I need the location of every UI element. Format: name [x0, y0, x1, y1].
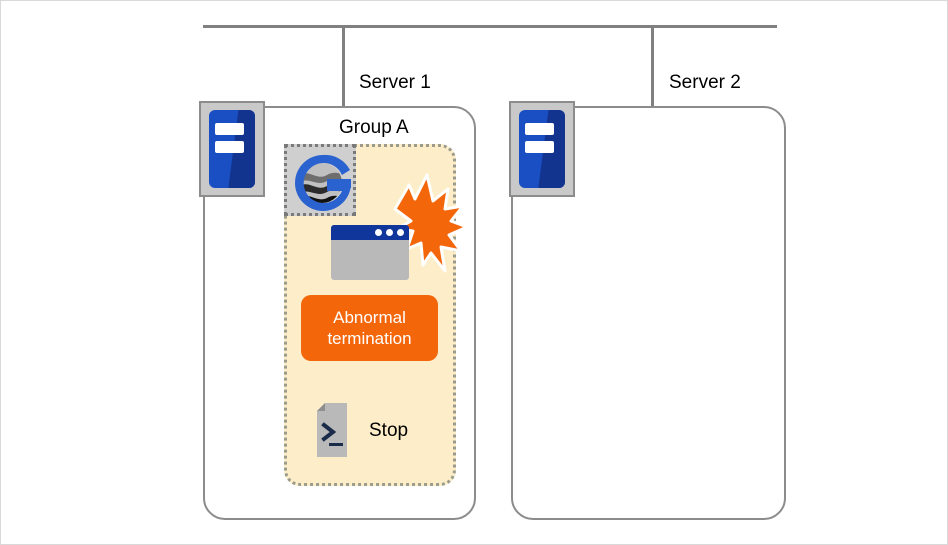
browser-window-icon: [331, 225, 409, 280]
app-logo-g-globe-icon: [295, 154, 351, 211]
network-drop-server-2: [651, 26, 654, 107]
browser-content-area: [331, 240, 409, 280]
browser-titlebar: [331, 225, 409, 240]
server-1-label: Server 1: [359, 72, 431, 93]
server-icon-1-bar-top: [214, 123, 245, 135]
script-terminal-icon: [317, 403, 347, 457]
app-logo-tile: [284, 144, 356, 216]
abnormal-termination-badge: Abnormal termination: [301, 295, 438, 361]
network-drop-server-1: [342, 26, 345, 107]
server-icon-1-body: [209, 110, 255, 188]
abnormal-termination-line-2: termination: [327, 329, 412, 348]
server-icon-1-bar-bottom: [214, 141, 245, 153]
browser-dot-2: [386, 229, 393, 236]
explosion-burst-icon: [393, 173, 469, 273]
browser-dot-3: [397, 229, 404, 236]
stop-script-row: Stop: [315, 401, 445, 461]
server-icon-2-bar-top: [524, 123, 555, 135]
stop-label: Stop: [369, 420, 409, 441]
server-icon-2-bar-bottom: [524, 141, 555, 153]
server-icon-2: [509, 101, 575, 197]
server-icon-2-body: [519, 110, 565, 188]
server-icon-1: [199, 101, 265, 197]
abnormal-termination-line-1: Abnormal: [333, 308, 406, 327]
network-bus-line: [203, 25, 777, 28]
server-2-label: Server 2: [669, 72, 741, 93]
browser-dot-1: [375, 229, 382, 236]
group-a-label: Group A: [339, 117, 409, 138]
